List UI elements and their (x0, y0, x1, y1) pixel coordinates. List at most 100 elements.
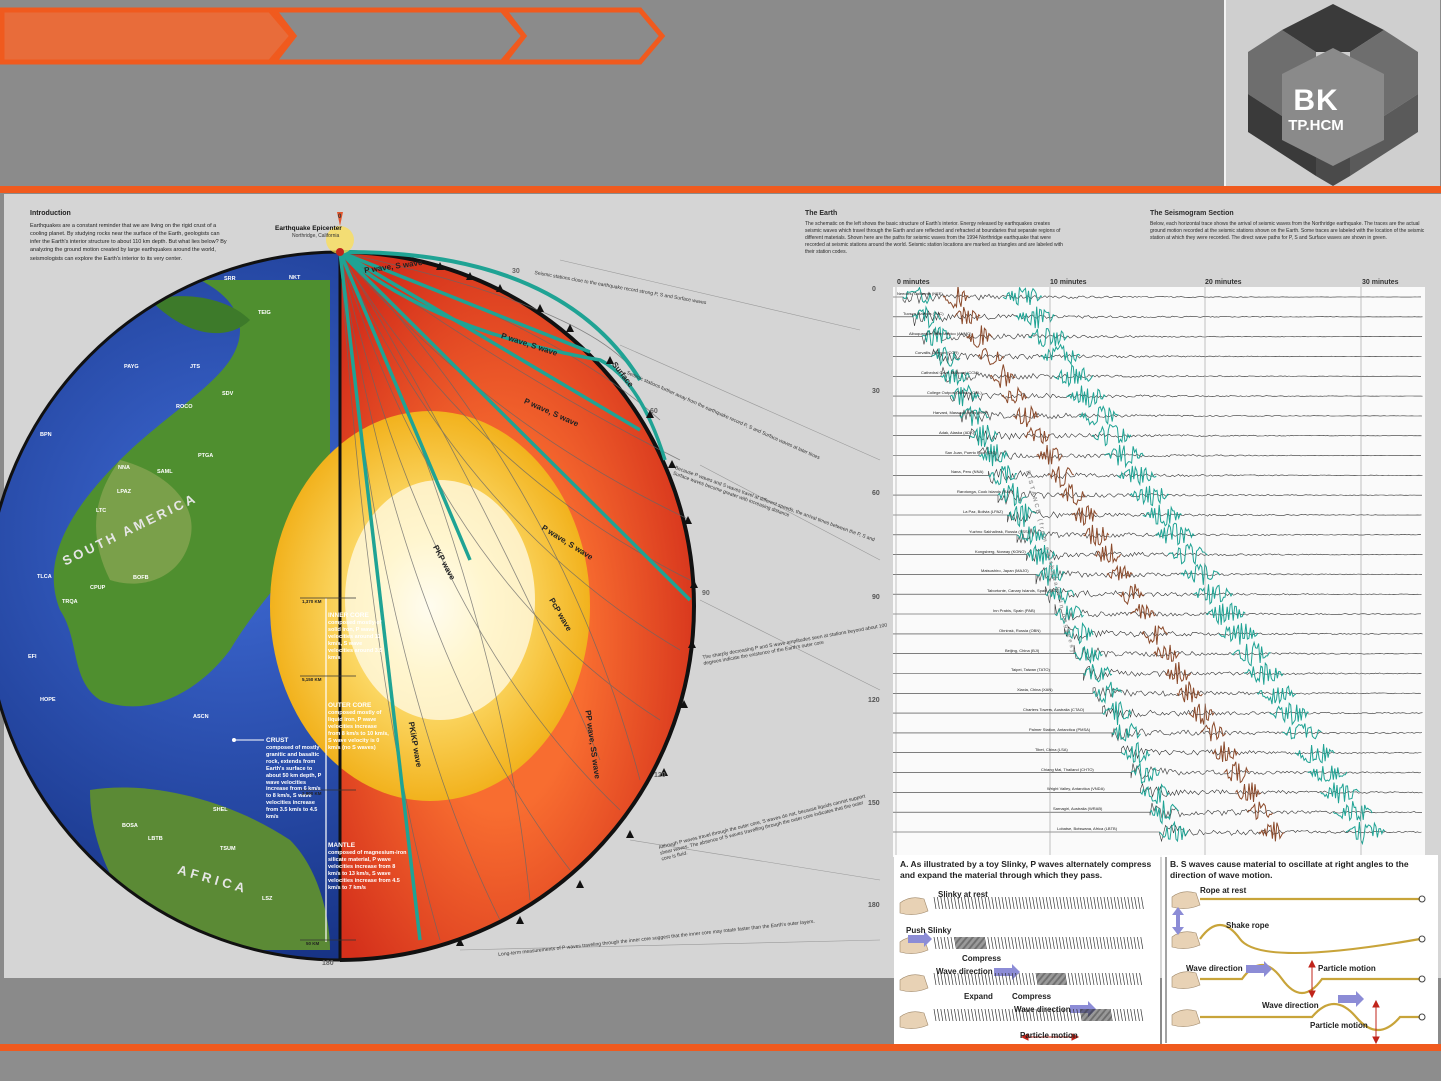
coil (950, 1008, 954, 1022)
wave-arrival (1246, 801, 1274, 821)
distance-axis-label: 180 (868, 902, 880, 909)
wave-arrival (1111, 722, 1141, 742)
earth-text-body: The schematic on the left shows the basi… (805, 220, 1063, 255)
wave-arrival (1083, 664, 1113, 683)
wave-arrival (969, 424, 999, 447)
coil (1109, 1008, 1113, 1022)
coil (1125, 972, 1129, 986)
station-label: EFI (28, 654, 37, 660)
coil (933, 972, 937, 986)
coil (1126, 936, 1130, 950)
seismogram-text-body: Below, each horizontal trace shows the a… (1150, 220, 1425, 241)
seismic-trace (893, 727, 1423, 742)
station-label: TEIG (258, 310, 271, 316)
degree-zero: 0 (338, 214, 342, 220)
breadcrumb-chevron-2[interactable] (266, 4, 528, 68)
wave-arrival (1235, 782, 1262, 802)
wave-direction-label: Wave direction (1186, 964, 1243, 973)
time-axis-label: 20 minutes (1205, 279, 1242, 286)
globe-degree-label: 30 (512, 268, 520, 275)
seismic-trace (893, 328, 1422, 345)
coil (957, 972, 961, 986)
coil (1133, 1008, 1137, 1022)
coil (1038, 936, 1042, 950)
coil (971, 972, 974, 986)
station-name: Cathedral Cave, Missouri (CCM) (921, 370, 979, 376)
wave-arrival (1269, 702, 1309, 726)
time-axis-label: 10 minutes (1050, 279, 1087, 286)
coil (1065, 936, 1069, 950)
coil (1101, 972, 1105, 986)
coil (1056, 972, 1059, 986)
coil (981, 896, 984, 910)
coil (1088, 972, 1091, 986)
time-axis-label: 30 minutes (1362, 279, 1399, 286)
coil (1109, 936, 1113, 950)
coil (1092, 936, 1096, 950)
coil (943, 972, 947, 986)
coil (1117, 896, 1120, 910)
coil (1036, 972, 1040, 986)
wave-arrival (1129, 485, 1170, 507)
coil (1018, 972, 1022, 986)
coil (1022, 896, 1025, 910)
coil (1028, 896, 1032, 910)
wave-arrival (1002, 287, 1043, 306)
coil (954, 1008, 957, 1022)
wave-arrival (950, 384, 980, 407)
coil (1108, 972, 1112, 986)
coil (940, 936, 944, 950)
coil (984, 936, 987, 950)
coil (1005, 1008, 1008, 1022)
wave-arrival (997, 483, 1027, 507)
coil (1048, 972, 1052, 986)
coil (1103, 1008, 1107, 1022)
globe-degree-label: 180 (322, 960, 334, 967)
coil (1055, 936, 1059, 950)
coil (1073, 896, 1076, 910)
coil (1083, 1008, 1087, 1022)
coil (998, 972, 1001, 986)
coil (957, 1008, 961, 1022)
coil (1100, 1008, 1103, 1022)
seismic-trace (893, 763, 1422, 779)
logo (1224, 0, 1440, 188)
coil (1005, 972, 1008, 986)
breadcrumb-chevron-3[interactable] (496, 4, 666, 68)
expand-label: Expand (964, 992, 993, 1001)
wave-arrival (1091, 423, 1132, 447)
coil (960, 972, 964, 986)
seismic-trace (893, 802, 1423, 820)
wave-arrival (989, 364, 1016, 388)
station-label: NNA (118, 465, 130, 471)
s-wave-title: B. S waves cause material to oscillate a… (1170, 859, 1409, 880)
station-name: Xiaxia, China (XAN) (1017, 687, 1053, 693)
coil (972, 936, 975, 950)
wave-arrival (1104, 444, 1145, 469)
earth-cross-section-diagram (0, 212, 881, 962)
wave-arrival (1073, 645, 1103, 664)
coil (1069, 936, 1072, 950)
coil (943, 936, 947, 950)
coil (940, 972, 944, 986)
push-slinky-label: Push Slinky (906, 926, 952, 935)
coil (991, 972, 995, 986)
wave-arrival (902, 286, 932, 305)
compress-label: Compress (962, 954, 1002, 963)
wave-arrival (1078, 405, 1119, 426)
seismic-trace (893, 604, 1421, 622)
coil (1088, 1008, 1091, 1022)
coil (1137, 936, 1140, 950)
wave-arrival (1211, 741, 1239, 762)
coil (1130, 1008, 1133, 1022)
coil (963, 936, 967, 950)
station-label: LTC (96, 508, 107, 514)
coil (1052, 972, 1056, 986)
coil (950, 972, 954, 986)
station-name: Chiang Mai, Thailand (CHTO) (1041, 766, 1094, 772)
breadcrumb-chevron-1[interactable] (0, 4, 296, 68)
coil (973, 936, 976, 950)
coil (1024, 936, 1028, 950)
seismic-trace (893, 626, 1423, 642)
